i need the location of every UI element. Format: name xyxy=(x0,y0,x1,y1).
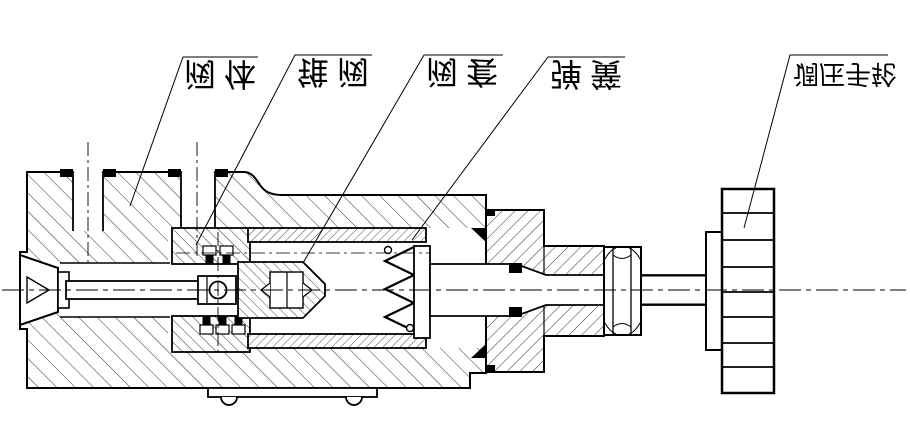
base-plate xyxy=(207,387,378,406)
flange-screw xyxy=(202,245,234,264)
port-seal-mark xyxy=(60,169,73,177)
plug-socket xyxy=(26,275,51,305)
spring-seat xyxy=(413,245,431,339)
leader-valve-body xyxy=(129,56,258,207)
port-seal-mark xyxy=(215,169,228,177)
valve-sleeve xyxy=(247,227,427,349)
seal-ring xyxy=(471,228,487,243)
base-foot xyxy=(345,396,363,406)
flange-screw xyxy=(199,316,246,335)
port-seal-mark xyxy=(168,169,181,177)
callout-valve-sleeve: 阀套 xyxy=(426,53,507,91)
bonnet-flange xyxy=(171,227,251,353)
leader-lines xyxy=(129,54,888,264)
port-channel-2 xyxy=(168,169,228,231)
handwheel-rim xyxy=(720,187,776,395)
leader-valve-sleeve xyxy=(302,54,503,264)
handwheel xyxy=(705,187,776,395)
o-ring xyxy=(509,307,522,317)
centerlines xyxy=(2,142,906,352)
port-seal-mark xyxy=(103,169,116,177)
o-ring xyxy=(509,263,522,273)
callout-adjusting-handwheel: 调压手轮 xyxy=(793,58,898,88)
base-foot xyxy=(220,396,238,406)
leader-poppet-valve xyxy=(195,54,372,246)
handwheel-hub xyxy=(705,231,723,351)
callout-poppet-valve: 锥阀 xyxy=(297,53,378,91)
seal-ring xyxy=(471,343,487,358)
callout-valve-body: 阀体 xyxy=(184,55,265,93)
callout-spring: 弹簧 xyxy=(550,55,631,93)
spring xyxy=(382,245,417,333)
leader-handwheel xyxy=(743,54,888,229)
leader-spring xyxy=(411,56,625,241)
hex-locknut xyxy=(603,246,642,336)
